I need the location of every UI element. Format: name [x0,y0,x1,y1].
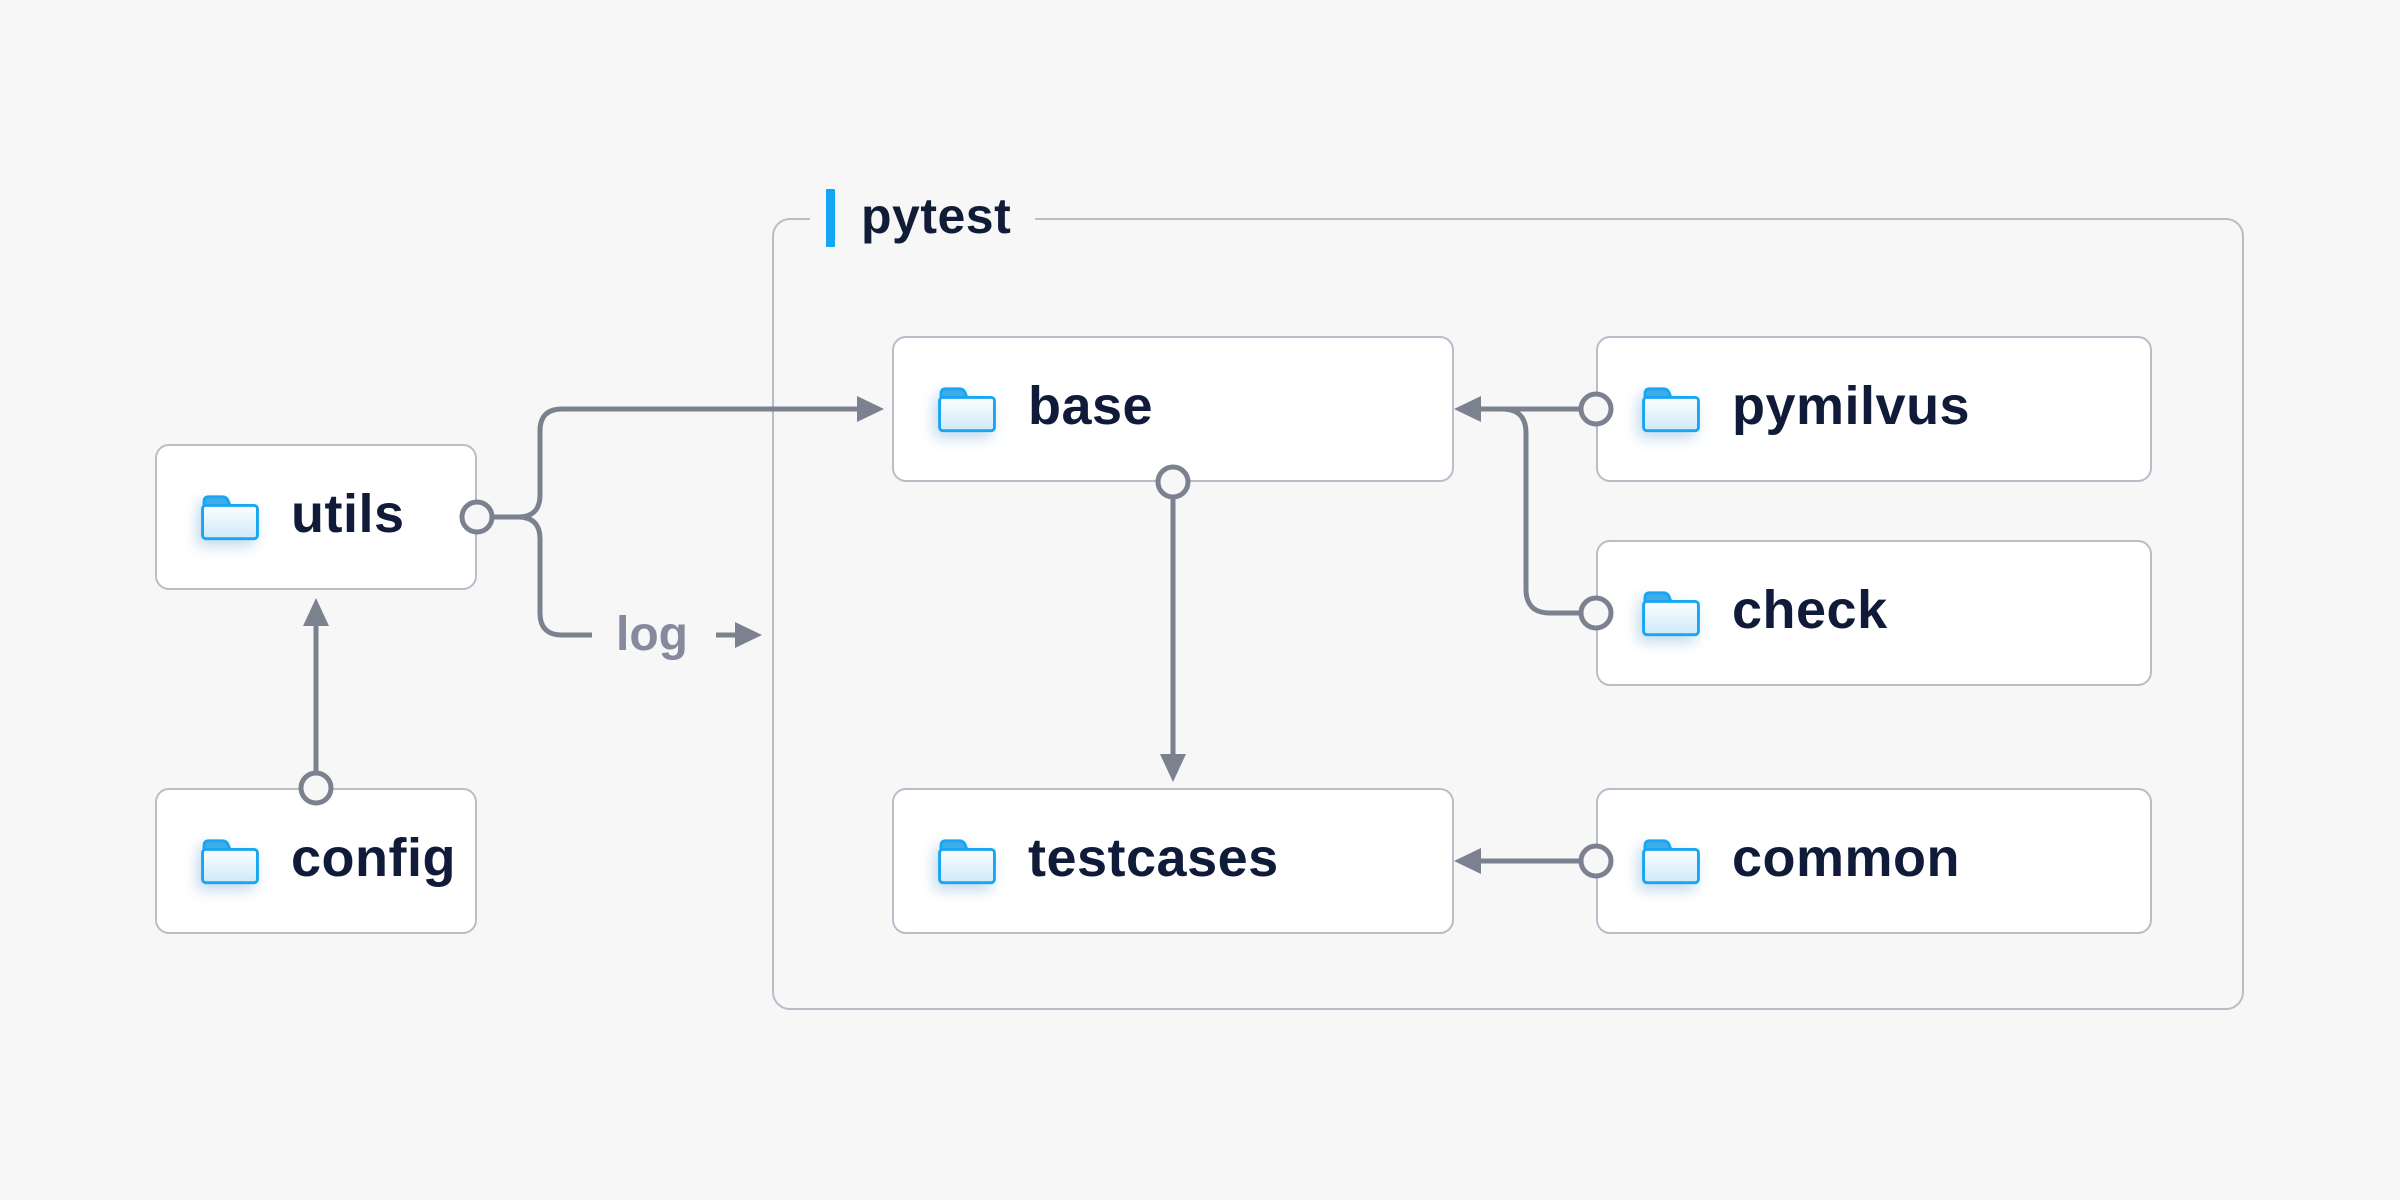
pytest-group-container [772,218,2244,1010]
edge-label-log: log [616,608,688,661]
node-label: testcases [1028,828,1279,888]
pytest-group-label-text: pytest [861,188,1012,244]
node-label: check [1732,580,1888,640]
node-label: pymilvus [1732,376,1971,436]
node-label: config [291,828,456,888]
node-common: common [1596,788,2152,934]
node-base: base [892,336,1454,482]
node-testcases: testcases [892,788,1454,934]
pytest-group-label: pytest [810,181,1036,255]
edge-config-to-utils [298,598,334,806]
node-label: utils [291,484,405,544]
accent-bar [826,189,835,247]
arrowhead-right-icon [735,622,762,648]
arrowhead-up-icon [303,598,329,626]
folder-icon [201,839,259,885]
node-label: common [1732,828,1961,888]
folder-icon [201,495,259,541]
node-label: base [1028,376,1154,436]
folder-icon [938,387,996,433]
node-pymilvus: pymilvus [1596,336,2152,482]
node-utils: utils [155,444,477,590]
node-config: config [155,788,477,934]
folder-icon [938,839,996,885]
node-check: check [1596,540,2152,686]
folder-icon [1642,387,1700,433]
folder-icon [1642,591,1700,637]
folder-icon [1642,839,1700,885]
